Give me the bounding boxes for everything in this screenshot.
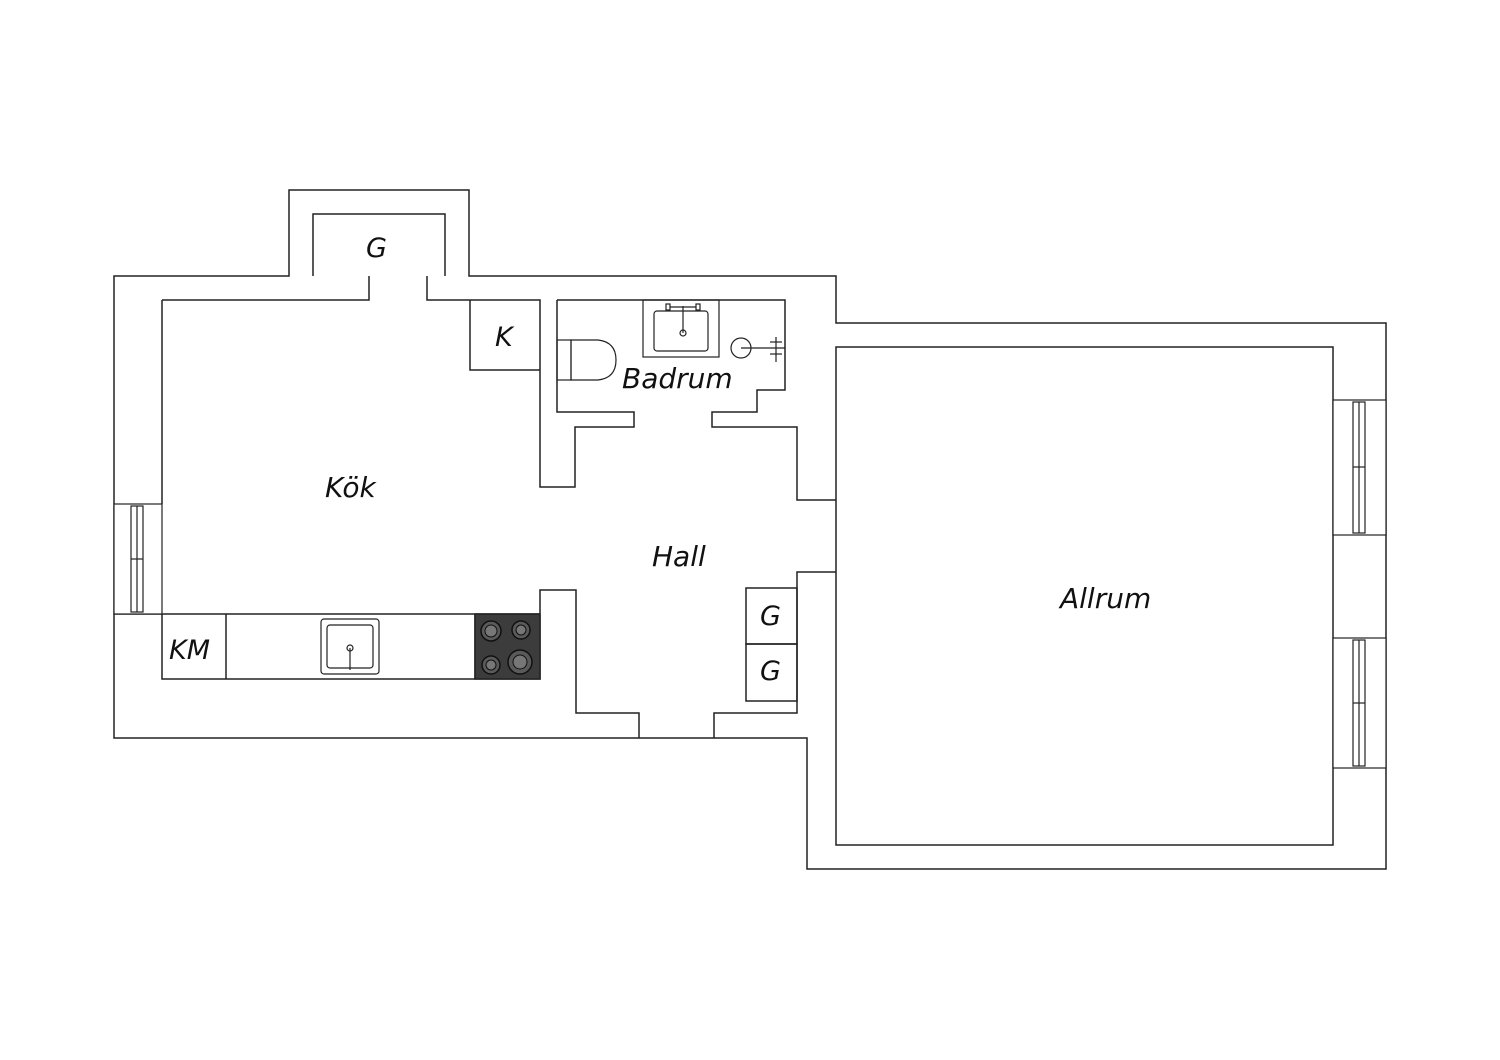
outer-wall-left xyxy=(113,189,1387,870)
closet-label-km: KM xyxy=(169,635,210,666)
closet-label-k: K xyxy=(495,322,515,353)
room-label-allrum: Allrum xyxy=(1058,582,1151,615)
room-label-hall: Hall xyxy=(652,540,706,573)
kitchen-sink-icon xyxy=(320,618,380,675)
bathroom-wall xyxy=(557,299,836,501)
stove-icon xyxy=(474,613,541,680)
allrum-inner-wall xyxy=(835,346,1334,846)
kitchen-left-wall xyxy=(161,300,836,738)
room-label-kok: Kök xyxy=(325,471,377,504)
closet-label-hall-2: G xyxy=(760,656,781,687)
kitchen-window xyxy=(113,503,163,615)
hall-closet-2 xyxy=(745,643,798,702)
closet-k-outline xyxy=(469,300,540,371)
kitchen-inner-wall xyxy=(162,276,635,488)
allrum-window-lower xyxy=(1332,637,1387,769)
closet-label-hall-1: G xyxy=(760,601,781,632)
closet-top-outline xyxy=(312,213,446,276)
allrum-window-upper xyxy=(1332,399,1387,536)
toilet-icon xyxy=(556,339,617,381)
bathroom-sink-icon xyxy=(642,299,720,358)
closet-label-top: G xyxy=(366,233,387,264)
room-label-badrum: Badrum xyxy=(622,362,733,395)
shower-icon xyxy=(730,337,785,362)
